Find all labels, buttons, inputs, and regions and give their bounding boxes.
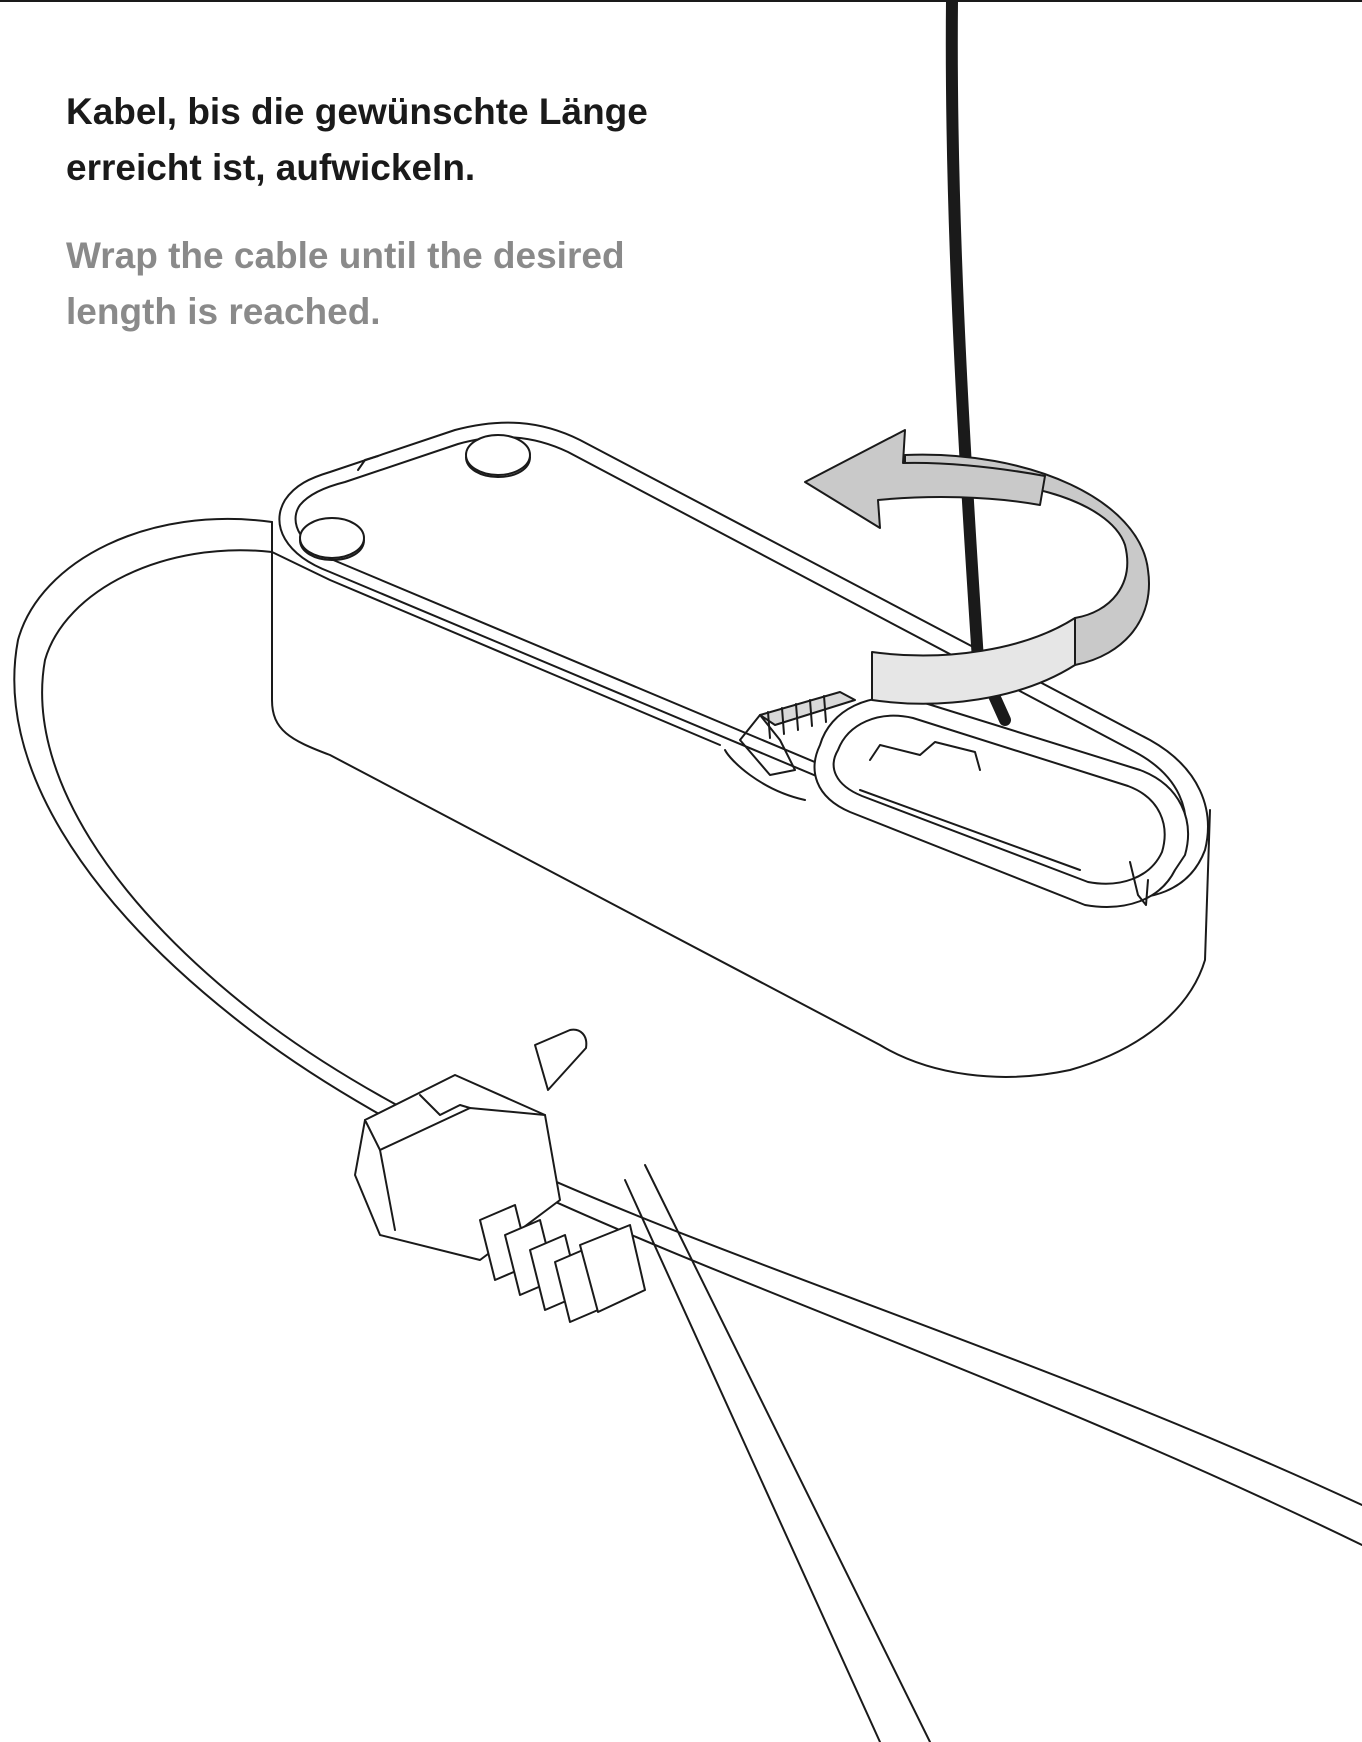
cable-vertical [945, 0, 1011, 726]
top-rule [0, 0, 1362, 2]
instruction-text-english: Wrap the cable until the desired length … [66, 235, 625, 332]
cable-loop [13, 517, 1362, 1546]
schuko-plug [354, 1028, 931, 1742]
instruction-text-german: Kabel, bis die gewünschte Länge erreicht… [66, 91, 648, 188]
curved-arrow-icon [804, 429, 1150, 705]
